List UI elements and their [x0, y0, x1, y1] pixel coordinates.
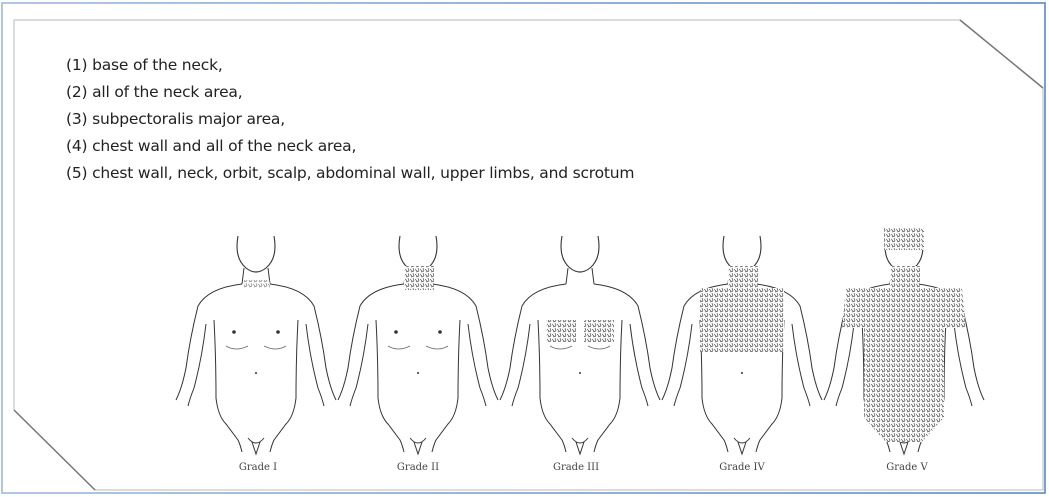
grade-label: Grade II [378, 462, 458, 473]
grade-label: Grade I [218, 462, 298, 473]
list-item: (1) base of the neck, [66, 52, 634, 79]
figure-grade-4 [662, 236, 822, 454]
list-item: (4) chest wall and all of the neck area, [66, 133, 634, 160]
list-item: (5) chest wall, neck, orbit, scalp, abdo… [66, 160, 634, 187]
grade-label: Grade V [867, 462, 947, 473]
extent-list: (1) base of the neck, (2) all of the nec… [66, 52, 634, 187]
grade-label: Grade III [536, 462, 616, 473]
grade-label: Grade IV [702, 462, 782, 473]
grade-figures [168, 228, 988, 478]
figure-grade-2 [338, 236, 498, 454]
figure-grade-5 [824, 228, 984, 454]
figure-grade-1 [176, 236, 336, 454]
list-item: (3) subpectoralis major area, [66, 106, 634, 133]
figure-grade-3 [500, 236, 660, 454]
list-item: (2) all of the neck area, [66, 79, 634, 106]
